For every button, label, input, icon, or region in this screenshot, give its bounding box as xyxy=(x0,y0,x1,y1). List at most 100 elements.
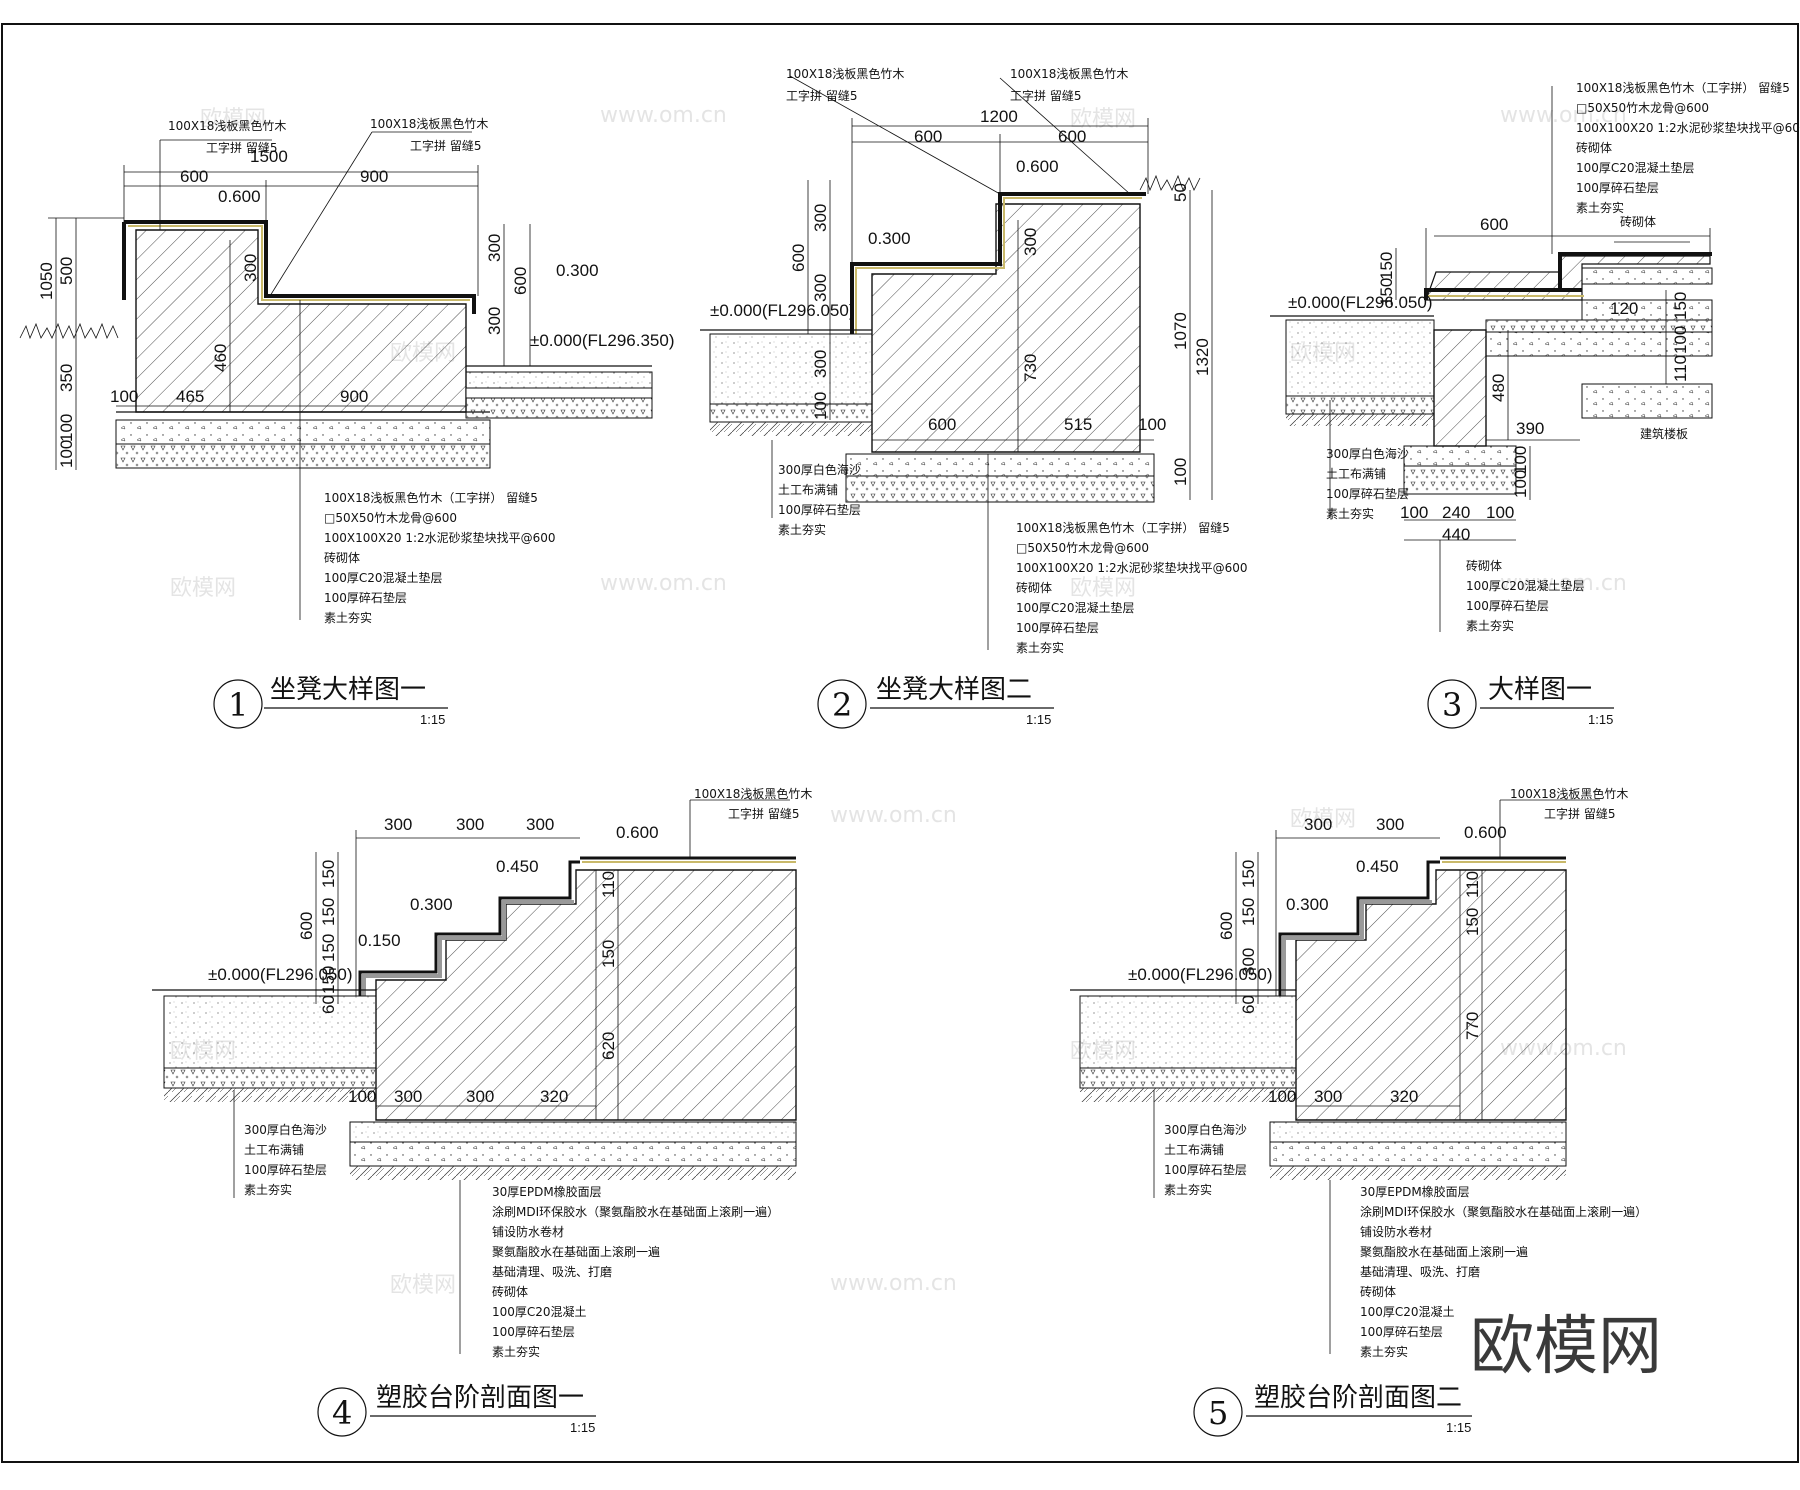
dim-600: 600 xyxy=(297,912,316,940)
detail-number: 5 xyxy=(1208,1394,1228,1432)
dim-350: 350 xyxy=(57,364,76,392)
detail-2-labels: 100X18浅板黑色竹木 工字拼 留缝5 100X18浅板黑色竹木 工字拼 留缝… xyxy=(710,67,1248,729)
sheet-border xyxy=(1,23,1799,1463)
detail-title: 塑胶台阶剖面图一 xyxy=(376,1383,584,1413)
dim-150: 150 xyxy=(319,934,338,962)
watermark: 欧模网 xyxy=(1070,107,1136,132)
layer-item: 100厚碎石垫层 xyxy=(492,1324,575,1339)
dim-150: 150 xyxy=(319,898,338,926)
detail-number-circle xyxy=(817,679,867,729)
dim-150: 150 xyxy=(1239,860,1258,888)
dim-1070: 1070 xyxy=(1171,312,1190,350)
dim-900: 900 xyxy=(340,387,368,406)
top-note-b: 工字拼 留缝5 xyxy=(728,806,799,821)
top-note: 100X18浅板黑色竹木 xyxy=(694,787,812,801)
dim-600: 600 xyxy=(511,267,530,295)
layer-item: 素土夯实 xyxy=(492,1344,540,1359)
detail-number: 3 xyxy=(1442,686,1462,724)
elev-0000: ±0.000(FL296.350) xyxy=(530,331,674,350)
detail-number-circle xyxy=(213,679,263,729)
layer-item: 基础清理、吸洗、打磨 xyxy=(1360,1265,1480,1279)
layer-item: 砖砌体 xyxy=(1466,558,1502,573)
detail-title: 大样图一 xyxy=(1488,675,1592,705)
dim-1050: 1050 xyxy=(37,262,56,300)
watermark-url: www.om.cn xyxy=(600,103,727,128)
detail-scale: 1:15 xyxy=(1588,712,1613,727)
dim-600: 600 xyxy=(1058,127,1086,146)
layer-item: 100厚碎石垫层 xyxy=(1016,620,1099,635)
left-layer: 素土夯实 xyxy=(244,1182,292,1197)
left-layer: 100厚碎石垫层 xyxy=(244,1162,327,1177)
layer-item: 30厚EPDM橡胶面层 xyxy=(492,1184,602,1199)
dim-100: 100 xyxy=(57,440,76,468)
top-note-2: 100X18浅板黑色竹木 xyxy=(370,117,488,131)
dim-100: 100 xyxy=(811,392,830,420)
left-layer: 土工布满铺 xyxy=(1164,1143,1224,1157)
dim-515: 515 xyxy=(1064,415,1092,434)
dim-110: 110 xyxy=(599,871,618,898)
top-note-2b: 工字拼 留缝5 xyxy=(1010,88,1081,103)
elev-0000: ±0.000(FL296.050) xyxy=(710,301,854,320)
dim-600: 600 xyxy=(914,127,942,146)
dim-320: 320 xyxy=(540,1087,568,1106)
top-note-1: 100X18浅板黑色竹木 xyxy=(168,119,286,133)
detail-4-labels: 100X18浅板黑色竹木 工字拼 留缝5 300 300 300 0.600 0… xyxy=(208,787,812,1437)
layer-item: 素土夯实 xyxy=(324,610,372,625)
dim-100: 100 xyxy=(348,1087,376,1106)
left-layer: 素土夯实 xyxy=(1164,1182,1212,1197)
elev-0000: ±0.000(FL296.050) xyxy=(208,965,352,984)
dim-300: 300 xyxy=(811,350,830,378)
dim-620: 620 xyxy=(599,1032,618,1060)
dim-100: 100 xyxy=(1400,503,1428,522)
layer-item: 砖砌体 xyxy=(324,550,360,565)
top-note-2b: 工字拼 留缝5 xyxy=(410,138,481,153)
watermark-url: www.om.cn xyxy=(600,571,727,596)
dim-110: 110 xyxy=(1463,871,1482,898)
detail-number-circle xyxy=(1193,1387,1243,1437)
layer-item: 素土夯实 xyxy=(1016,640,1064,655)
dim-100: 100 xyxy=(1486,503,1514,522)
dim-150: 150 xyxy=(319,966,338,994)
dim-300: 300 xyxy=(1021,228,1040,256)
dim-60: 60 xyxy=(319,995,338,1014)
dim-300: 300 xyxy=(811,274,830,302)
dim-150: 150 xyxy=(1239,898,1258,926)
dim-300: 300 xyxy=(466,1087,494,1106)
detail-title: 坐凳大样图二 xyxy=(876,675,1032,705)
watermark: 欧模网 xyxy=(1290,807,1356,832)
detail-1-drawing xyxy=(19,131,653,620)
detail-5-drawing xyxy=(1070,799,1600,1354)
detail-5-labels: 100X18浅板黑色竹木 工字拼 留缝5 300 300 0.600 0.450… xyxy=(1128,787,1647,1437)
layer-item: 100厚C20混凝土垫层 xyxy=(324,570,443,585)
watermark-url: www.om.cn xyxy=(1500,571,1627,596)
left-layer: 土工布满铺 xyxy=(1326,467,1386,481)
watermark: 欧模网 xyxy=(200,107,266,132)
layer-item: 100厚C20混凝土垫层 xyxy=(1466,578,1585,593)
dim-100: 100 xyxy=(1171,458,1190,486)
dim-300: 300 xyxy=(526,815,554,834)
watermark-url: www.om.cn xyxy=(830,803,957,828)
dim-300: 300 xyxy=(1314,1087,1342,1106)
dim-100: 100 xyxy=(110,387,138,406)
dim-300: 300 xyxy=(394,1087,422,1106)
detail-title: 塑胶台阶剖面图二 xyxy=(1254,1383,1462,1413)
dim-120: 120 xyxy=(1610,299,1638,318)
layer-item: 素土夯实 xyxy=(1466,618,1514,633)
dim-440: 440 xyxy=(1442,525,1470,544)
detail-number: 1 xyxy=(228,686,248,724)
layer-item: 30厚EPDM橡胶面层 xyxy=(1360,1184,1470,1199)
top-layer: □50X50竹木龙骨@600 xyxy=(1576,101,1709,115)
dim-1500: 1500 xyxy=(250,147,288,166)
layer-item: 铺设防水卷材 xyxy=(492,1224,564,1239)
detail-title: 坐凳大样图一 xyxy=(270,675,426,705)
dim-900: 900 xyxy=(360,167,388,186)
dim-460: 460 xyxy=(211,344,230,372)
detail-4-drawing xyxy=(152,799,797,1354)
elev-0600: 0.600 xyxy=(1464,823,1507,842)
detail-number: 4 xyxy=(332,1394,352,1432)
dim-240: 240 xyxy=(1442,503,1470,522)
dim-60: 60 xyxy=(1239,995,1258,1014)
elev-0300: 0.300 xyxy=(868,229,911,248)
top-note-1b: 工字拼 留缝5 xyxy=(206,140,277,155)
